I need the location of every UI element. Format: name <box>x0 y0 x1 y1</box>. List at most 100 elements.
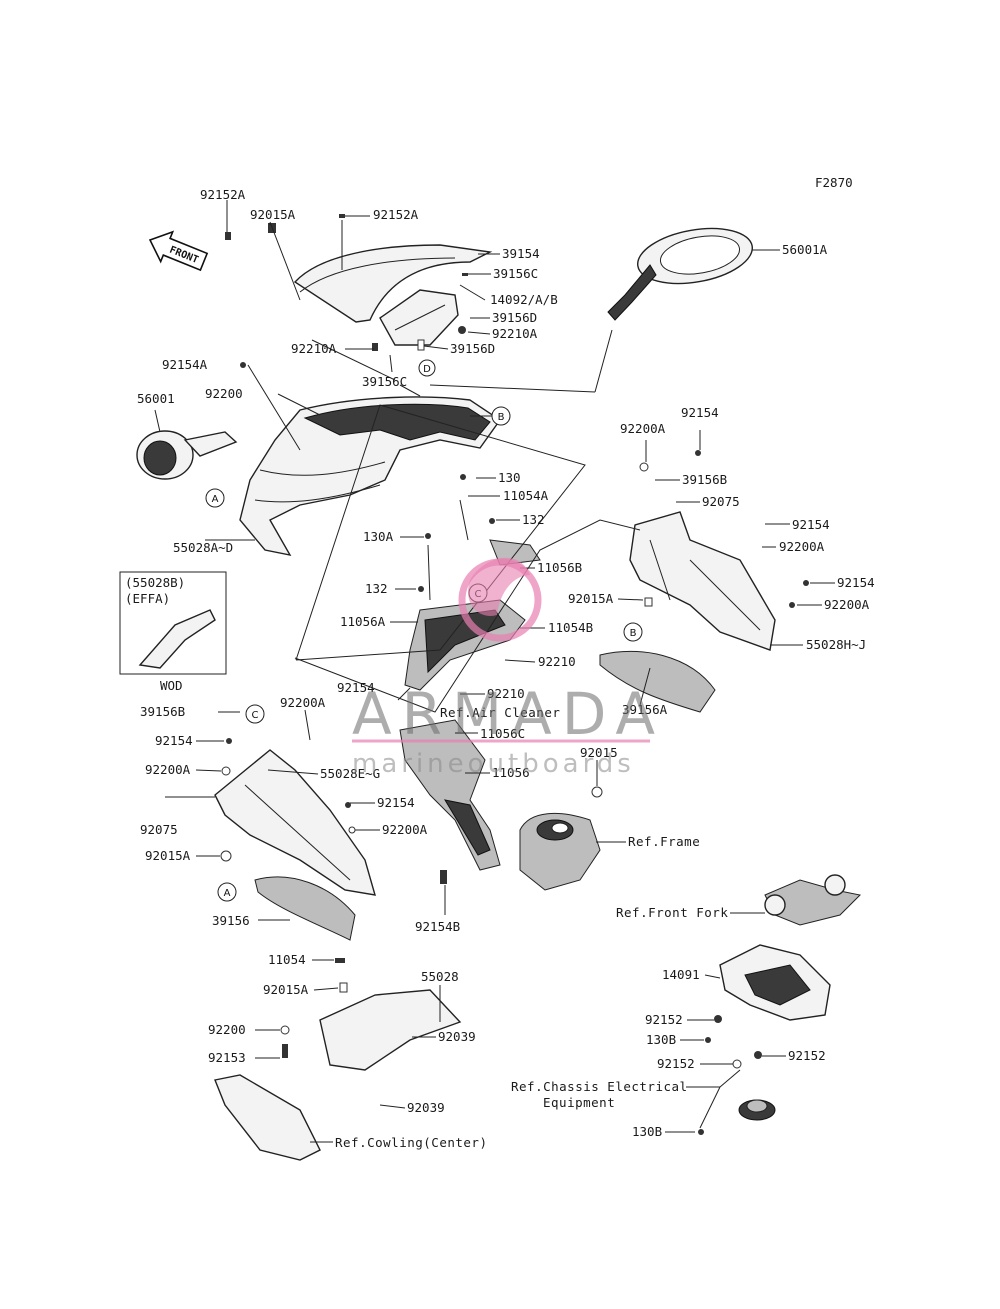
callout-92015A-bottom: 92015A <box>263 982 309 997</box>
left-mirror-part <box>136 430 238 480</box>
marker-D: D <box>423 364 431 375</box>
callout-39156B-left: 39156B <box>140 704 185 719</box>
callout-11056C: 11056C <box>480 726 525 741</box>
ref-chassis-electrical: Ref.Chassis Electrical <box>511 1079 688 1094</box>
callout-92152-a: 92152 <box>645 1012 683 1027</box>
callout-92154-left: 92154 <box>155 733 193 748</box>
right-side-cowl-part <box>629 511 776 651</box>
callout-132-b: 132 <box>365 581 388 596</box>
callout-92200A-right1: 92200A <box>620 421 666 436</box>
ref-cowling-center: Ref.Cowling(Center) <box>335 1135 488 1150</box>
side-pad-39156-part <box>254 876 356 941</box>
callout-92153: 92153 <box>208 1050 246 1065</box>
reference-labels: Ref.Air Cleaner Ref.Frame Ref.Front Fork… <box>335 705 728 1150</box>
callout-92015-mid: 92015 <box>580 745 618 760</box>
callout-92200A-left2: 92200A <box>145 762 191 777</box>
callout-130B-a: 130B <box>646 1032 676 1047</box>
horn-part <box>738 1099 776 1121</box>
callout-130A: 130A <box>363 529 394 544</box>
callout-92154-right3: 92154 <box>837 575 875 590</box>
marker-A-top: A <box>212 494 219 505</box>
side-pad-39156A-part <box>599 650 716 713</box>
ref-frame: Ref.Frame <box>628 834 700 849</box>
callout-39154: 39154 <box>502 246 540 261</box>
ref-chassis-equipment: Equipment <box>543 1095 615 1110</box>
callout-92039-a: 92039 <box>438 1029 476 1044</box>
callout-39156: 39156 <box>212 913 250 928</box>
callout-92154-right1: 92154 <box>681 405 719 420</box>
callout-14092: 14092/A/B <box>490 292 558 307</box>
callout-92152A-top: 92152A <box>373 207 419 222</box>
inset-line1: (55028B) <box>125 575 185 590</box>
callout-92200A-left1: 92200A <box>280 695 326 710</box>
callout-92200A-right2: 92200A <box>779 539 825 554</box>
callout-92152A-left: 92152A <box>200 187 246 202</box>
front-direction-arrow: FRONT <box>148 230 209 272</box>
callout-92154-right2: 92154 <box>792 517 830 532</box>
callout-56001: 56001 <box>137 391 175 406</box>
callout-92152-c: 92152 <box>788 1048 826 1063</box>
callout-39156B-right: 39156B <box>682 472 727 487</box>
callout-11054B: 11054B <box>548 620 593 635</box>
upper-cowl-inner-part <box>379 289 459 346</box>
center-lower-cowl-part <box>319 989 462 1071</box>
cowling-center-part <box>214 1074 321 1161</box>
frame-casting-part <box>519 812 601 891</box>
callout-92200: 92200 <box>205 386 243 401</box>
marker-B-top: B <box>498 412 505 423</box>
callout-92039-b: 92039 <box>407 1100 445 1115</box>
callout-92154-mid2: 92154 <box>377 795 415 810</box>
callout-11056: 11056 <box>492 765 530 780</box>
callout-92210A-right: 92210A <box>492 326 538 341</box>
callout-39156C-top: 39156C <box>493 266 538 281</box>
callout-92154-mid: 92154 <box>337 680 375 695</box>
callout-92152-b: 92152 <box>657 1056 695 1071</box>
callout-92015A-left: 92015A <box>145 848 191 863</box>
callout-11054A: 11054A <box>503 488 549 503</box>
steering-stem-head-part <box>764 874 862 926</box>
callout-132-a: 132 <box>522 512 545 527</box>
callout-92210-a: 92210 <box>538 654 576 669</box>
callout-92015A-right: 92015A <box>568 591 614 606</box>
marker-B-right: B <box>630 628 637 639</box>
inset-caption: WOD <box>160 678 183 693</box>
leader-lines <box>154 200 835 1143</box>
callout-92200A-right3: 92200A <box>824 597 870 612</box>
lower-stay-bracket-part <box>399 719 501 871</box>
callout-56001A: 56001A <box>782 242 828 257</box>
callout-11056B: 11056B <box>537 560 582 575</box>
meter-cover-14091-part <box>719 944 831 1021</box>
callout-39156D-b: 39156D <box>450 341 495 356</box>
left-side-cowl-part <box>214 749 376 896</box>
watermark-brand: ARMADA <box>352 680 665 748</box>
callout-55028H-J: 55028H~J <box>806 637 866 652</box>
callout-92210-b: 92210 <box>487 686 525 701</box>
callout-130: 130 <box>498 470 521 485</box>
cowl-stay-bracket-part <box>404 539 541 691</box>
callout-39156A: 39156A <box>622 702 668 717</box>
callout-92200A-mid: 92200A <box>382 822 428 837</box>
windshield-part <box>293 244 493 323</box>
callout-labels: 92152A 92015A 92152A 39154 56001A 39156C… <box>137 187 875 1139</box>
ref-air-cleaner: Ref.Air Cleaner <box>440 705 560 720</box>
figure-code: F2870 <box>815 175 853 190</box>
callout-55028E-G: 55028E~G <box>320 766 380 781</box>
callout-11054: 11054 <box>268 952 306 967</box>
callout-39156D-a: 39156D <box>492 310 537 325</box>
callout-92154B: 92154B <box>415 919 460 934</box>
armada-watermark-logo: ARMADA marineoutboards <box>352 557 665 779</box>
callout-11056A: 11056A <box>340 614 386 629</box>
watermark-tagline: marineoutboards <box>352 749 635 779</box>
callout-130B-b: 130B <box>632 1124 662 1139</box>
callout-92015A-top: 92015A <box>250 207 296 222</box>
marker-C-left: C <box>252 710 259 721</box>
callout-92075-right: 92075 <box>702 494 740 509</box>
callout-92210A-left: 92210A <box>291 341 337 356</box>
right-mirror-part <box>607 227 753 321</box>
callout-55028A-D: 55028A~D <box>173 540 233 555</box>
callout-92200-bottom: 92200 <box>208 1022 246 1037</box>
callout-55028: 55028 <box>421 969 459 984</box>
callout-92075-left: 92075 <box>140 822 178 837</box>
